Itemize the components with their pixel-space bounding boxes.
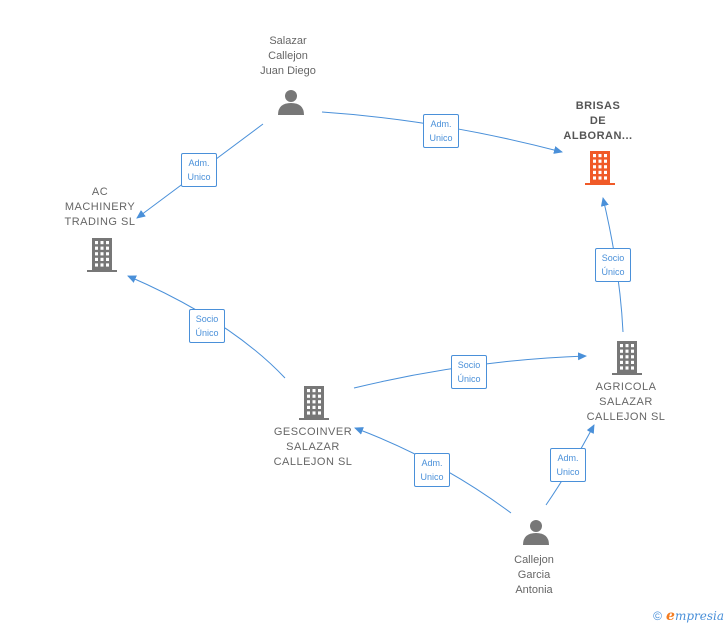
edge-label: Socio Único xyxy=(451,355,487,389)
person-icon[interactable] xyxy=(523,520,549,545)
edge-label: Socio Único xyxy=(189,309,225,343)
edge-label: Adm. Unico xyxy=(423,114,459,148)
building-icon[interactable] xyxy=(585,151,615,185)
node-label-gescoinver-salazar-callejon[interactable]: GESCOINVER SALAZAR CALLEJON SL xyxy=(273,425,353,468)
brand-logo: ©empresia xyxy=(653,608,724,624)
edge-label: Adm. Unico xyxy=(550,448,586,482)
building-icon[interactable] xyxy=(87,238,117,272)
building-icon[interactable] xyxy=(299,386,329,420)
edge-label: Socio Único xyxy=(595,248,631,282)
edge-label: Adm. Unico xyxy=(181,153,217,187)
node-label-salazar-callejon-juan-diego[interactable]: Salazar Callejon Juan Diego xyxy=(260,34,316,77)
edge-label: Adm. Unico xyxy=(414,453,450,487)
node-label-callejon-garcia-antonia[interactable]: Callejon Garcia Antonia xyxy=(514,553,554,596)
brand-initial: e xyxy=(666,608,675,624)
node-label-ac-machinery-trading[interactable]: AC MACHINERY TRADING SL xyxy=(64,185,136,228)
copyright-symbol: © xyxy=(653,609,663,623)
brand-name: mpresia xyxy=(674,609,724,623)
person-icon[interactable] xyxy=(278,90,304,115)
node-label-agricola-salazar-callejon[interactable]: AGRICOLA SALAZAR CALLEJON SL xyxy=(586,380,666,423)
building-icon[interactable] xyxy=(612,341,642,375)
node-label-brisas-de-alboran[interactable]: BRISAS DE ALBORAN... xyxy=(563,99,633,142)
